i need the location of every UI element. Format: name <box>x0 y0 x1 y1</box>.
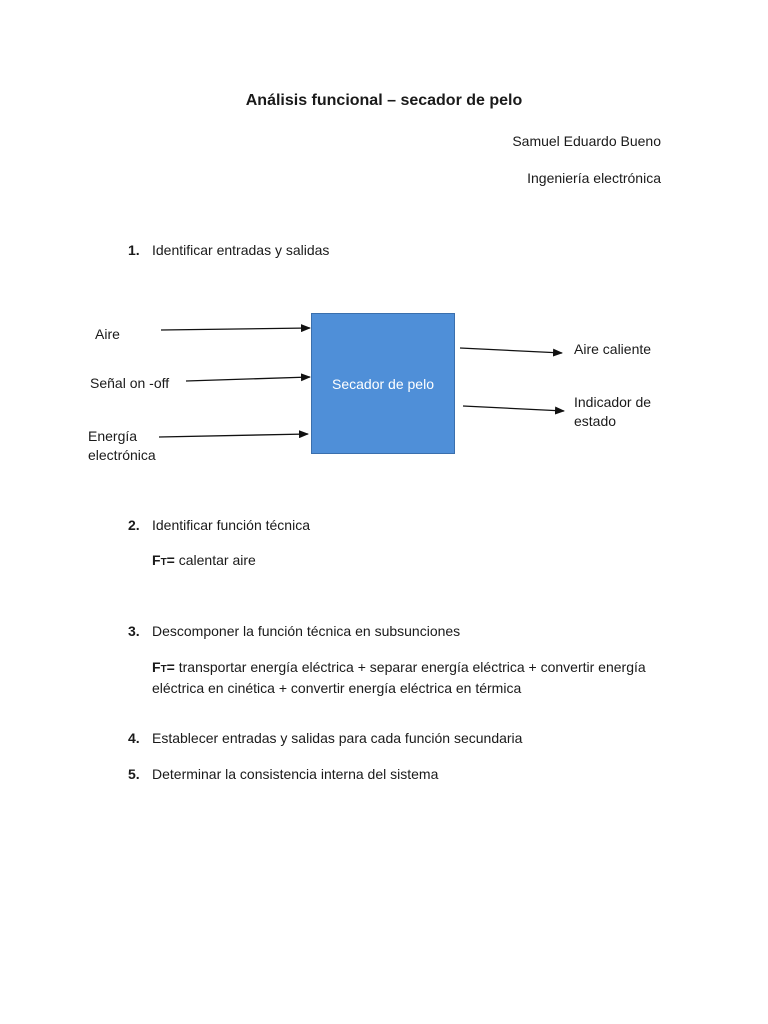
input-label-senal: Señal on -off <box>90 375 170 391</box>
formula-2-text: transportar energía eléctrica + separar … <box>152 659 646 696</box>
item-number-5: 5. <box>128 766 140 782</box>
formula-technical-function: FT= calentar aire <box>152 551 652 572</box>
process-box-label: Secador de pelo <box>332 375 434 392</box>
output-label-indicador: Indicador de estado <box>574 394 652 429</box>
program-name: Ingeniería electrónica <box>527 170 661 186</box>
author-name: Samuel Eduardo Bueno <box>512 133 661 149</box>
item-number-2: 2. <box>128 517 140 533</box>
document-title: Análisis funcional – secador de pelo <box>245 92 523 109</box>
formula-2-label: F <box>152 659 161 675</box>
item-text-1: Identificar entradas y salidas <box>152 242 330 258</box>
item-number-3: 3. <box>128 623 140 639</box>
formula-2-equals: = <box>166 659 175 675</box>
formula-1-subscript: T <box>160 557 167 568</box>
output-label-aire-caliente: Aire caliente <box>574 341 652 357</box>
item-number-4: 4. <box>128 730 140 746</box>
item-text-5: Determinar la consistencia interna del s… <box>152 766 439 782</box>
item-text-4: Establecer entradas y salidas para cada … <box>152 730 523 746</box>
formula-1-label: F <box>152 552 161 568</box>
arrow-input-energia <box>158 430 309 439</box>
item-text-3: Descomponer la función técnica en subsun… <box>152 623 461 639</box>
formula-1-text: calentar aire <box>174 552 256 568</box>
formula-1-equals: = <box>166 552 175 568</box>
process-box: Secador de pelo <box>311 313 455 454</box>
arrow-input-aire <box>160 324 311 333</box>
input-label-energia: Energía electrónica <box>88 428 156 463</box>
arrow-output-indicador <box>462 405 565 415</box>
formula-2-subscript: T <box>160 664 167 675</box>
arrow-output-aire-caliente <box>459 347 563 357</box>
item-number-1: 1. <box>128 242 140 258</box>
formula-subfunctions: FT= transportar energía eléctrica + sepa… <box>152 658 652 698</box>
input-label-aire: Aire <box>95 326 120 342</box>
arrow-input-senal <box>185 373 311 382</box>
item-text-2: Identificar función técnica <box>152 517 310 533</box>
